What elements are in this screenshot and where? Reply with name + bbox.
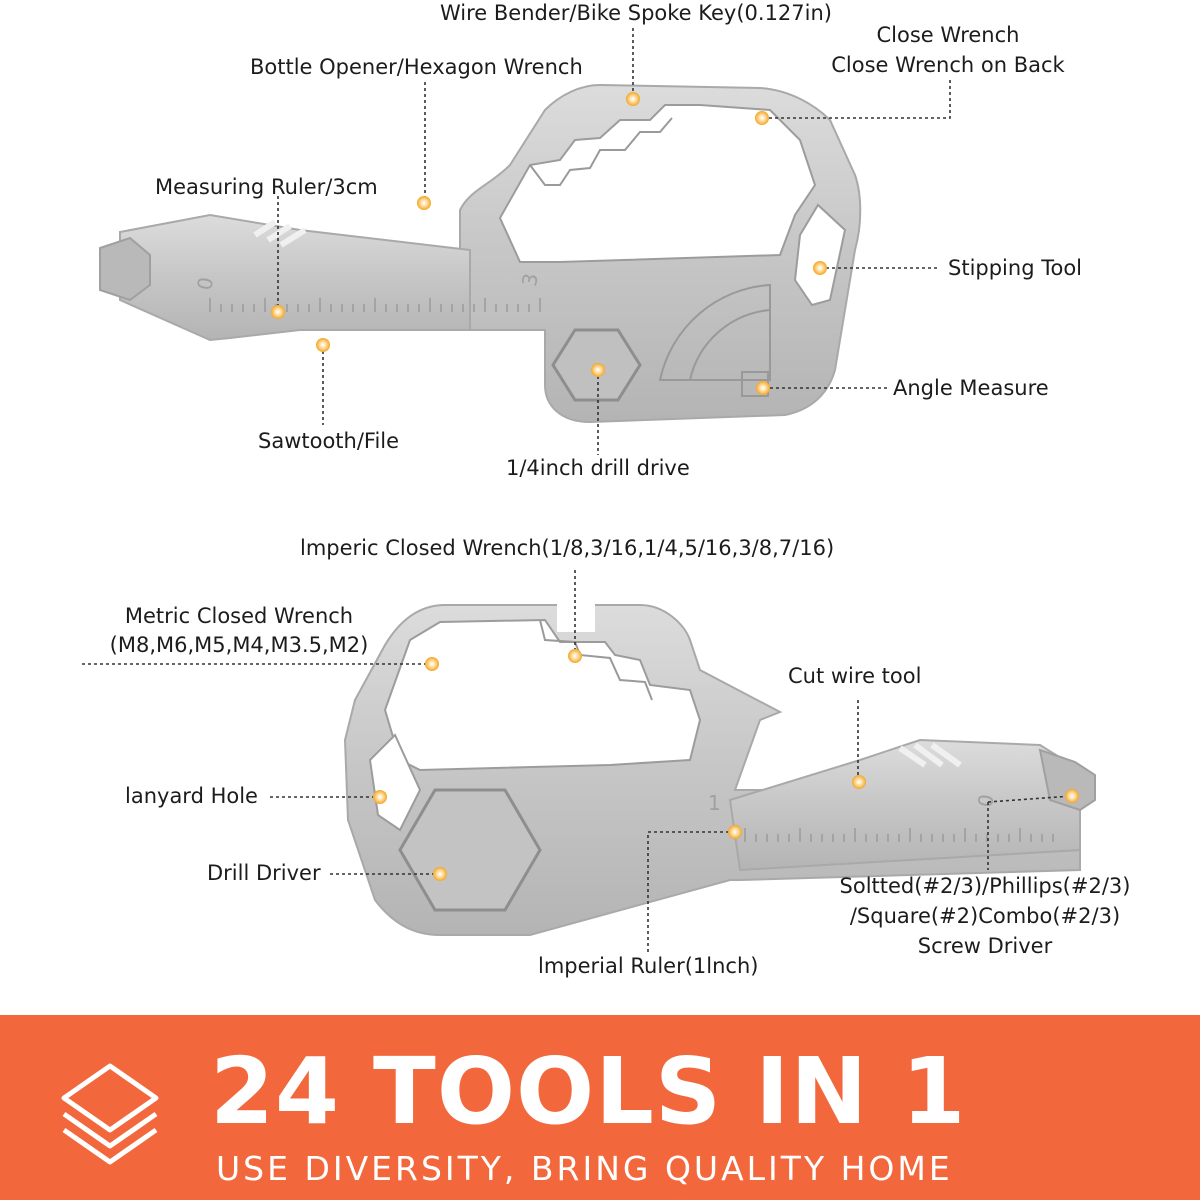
back-ruler-ticks	[744, 828, 1054, 842]
dot-screwdriver	[1065, 789, 1079, 803]
dot-angle-measure	[756, 381, 770, 395]
dot-wire-bender	[626, 92, 640, 106]
front-ruler-ticks	[209, 298, 541, 312]
label-imperial-wrench: lmperic Closed Wrench(1/8,3/16,1/4,5/16,…	[300, 536, 835, 560]
label-angle-measure: Angle Measure	[893, 376, 1049, 400]
dot-sawtooth	[316, 338, 330, 352]
label-screwdriver-line2: /Square(#2)Combo(#2/3)	[849, 904, 1121, 928]
label-wire-bender: Wire Bender/Bike Spoke Key(0.127in)	[440, 1, 832, 25]
label-lanyard-hole: lanyard Hole	[125, 784, 258, 808]
dot-cut-wire	[852, 775, 866, 789]
dot-close-wrench	[755, 111, 769, 125]
leader-lines	[82, 28, 1073, 955]
dot-imperial-wrench	[568, 649, 582, 663]
back-ruler-mark-1: 1	[708, 791, 721, 815]
dot-metric-wrench	[425, 657, 439, 671]
promo-banner: 24 TOOLS IN 1 USE DIVERSITY, BRING QUALI…	[0, 1015, 1200, 1200]
dot-lanyard	[373, 790, 387, 804]
dot-drill-drive	[591, 363, 605, 377]
banner-subtitle: USE DIVERSITY, BRING QUALITY HOME	[216, 1149, 953, 1188]
dot-imperial-ruler	[728, 825, 742, 839]
label-sawtooth: Sawtooth/File	[258, 429, 400, 453]
front-ruler-mark-3: 3	[517, 271, 543, 288]
dot-measuring-ruler	[271, 305, 285, 319]
stacked-layers-icon	[61, 1063, 159, 1165]
banner-title: 24 TOOLS IN 1	[210, 1038, 967, 1145]
dot-drill-driver	[433, 867, 447, 881]
label-close-wrench-back: Close Wrench on Back	[831, 53, 1065, 77]
label-screwdriver-line1: Soltted(#2/3)/Phillips(#2/3)	[839, 874, 1131, 898]
front-tool-body: 0 3	[99, 83, 862, 424]
label-metric-wrench-line1: Metric Closed Wrench	[124, 604, 354, 628]
back-ruler-mark-0: 0	[973, 792, 999, 809]
label-metric-wrench-line2: (M8,M6,M5,M4,M3.5,M2)	[109, 633, 369, 657]
label-close-wrench: Close Wrench	[876, 23, 1020, 47]
dot-stripping-tool	[813, 261, 827, 275]
multitool-diagram: 0 3 1 0	[82, 28, 1096, 955]
label-measuring-ruler: Measuring Ruler/3cm	[155, 175, 378, 199]
label-cut-wire: Cut wire tool	[788, 664, 922, 688]
label-stripping-tool: Stipping Tool	[948, 256, 1082, 280]
label-bottle-opener: Bottle Opener/Hexagon Wrench	[250, 55, 583, 79]
label-imperial-ruler: lmperial Ruler(1lnch)	[538, 954, 759, 978]
callout-dots	[271, 92, 1079, 881]
label-drill-drive: 1/4inch drill drive	[506, 456, 690, 480]
front-ruler-mark-0: 0	[192, 275, 218, 292]
back-tool-body: 1 0	[343, 600, 1096, 936]
dot-bottle-opener	[417, 196, 431, 210]
label-screwdriver-line3: Screw Driver	[917, 934, 1053, 958]
label-drill-driver: Drill Driver	[207, 861, 321, 885]
